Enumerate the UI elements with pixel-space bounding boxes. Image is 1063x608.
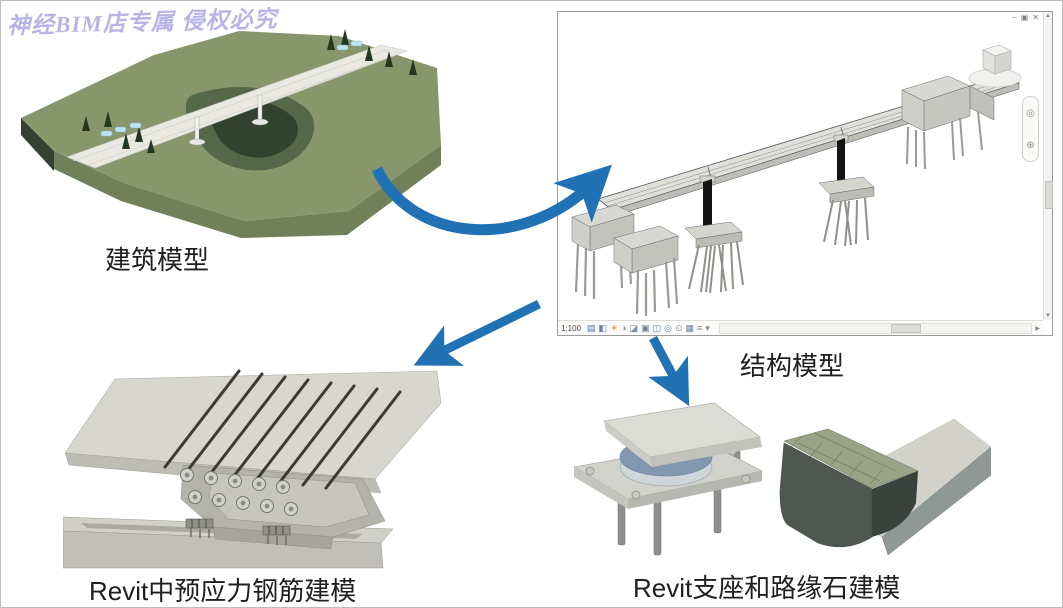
pier-1 <box>684 175 744 294</box>
anchor-heads <box>180 468 298 516</box>
reveal-hidden-icon[interactable]: ⊙ <box>674 322 683 333</box>
bearing-curb-label: Revit支座和路缘石建模 <box>633 573 901 603</box>
viewcube-graphic <box>968 44 1022 88</box>
prestressing-tendons <box>163 369 402 490</box>
crop-view-icon[interactable]: ▣ <box>641 322 650 333</box>
bearing-base-edge <box>628 471 762 509</box>
tendon-model-label: Revit中预应力钢筋建模 <box>89 576 357 606</box>
horizontal-scrollbar[interactable] <box>718 322 1033 334</box>
terrain-block <box>21 31 441 238</box>
pier <box>257 94 263 122</box>
shadows-icon[interactable]: ◑ <box>621 322 627 333</box>
structure-model-label: 结构模型 <box>740 351 845 381</box>
scroll-down-icon[interactable]: ▼ <box>1045 313 1051 319</box>
pier-footing <box>251 118 269 126</box>
viewcube[interactable] <box>966 38 1024 92</box>
vertical-scroll-thumb[interactable] <box>1045 181 1053 210</box>
window-controls: – ▣ ✕ <box>1012 13 1039 23</box>
bridge-piers <box>188 94 269 146</box>
cars <box>100 40 363 137</box>
minimize-icon[interactable]: – <box>1012 13 1017 22</box>
terrain-front-face <box>54 145 441 238</box>
close-icon[interactable]: ✕ <box>1032 13 1039 22</box>
deck-slab-side <box>881 446 991 556</box>
scroll-right-icon[interactable]: ▶ <box>1035 325 1040 332</box>
bearing-curb-image <box>573 402 991 556</box>
hide-isolate-icon[interactable]: ◎ <box>664 322 672 333</box>
vertical-scrollbar[interactable]: ▲ ▼ <box>1043 12 1053 320</box>
displacement-icon[interactable]: ≡ <box>697 322 703 333</box>
revit-viewport: – ▣ ✕ ◎ ⊕ ▲ ▼ 1:100 ▤ ◧ ☀ ◑ <box>557 11 1053 336</box>
terrain-left-shadow-face <box>21 118 54 171</box>
view-properties-icon[interactable]: ▦ <box>685 322 695 333</box>
bearing-pads <box>185 518 291 545</box>
steering-wheel-icon[interactable]: ◎ <box>1026 107 1035 119</box>
sun-path-icon[interactable]: ☀ <box>610 322 619 333</box>
architecture-model-image <box>21 29 441 238</box>
left-abutment <box>571 204 679 316</box>
visual-style-icon[interactable]: ◧ <box>598 322 608 333</box>
pier-footing <box>188 138 206 146</box>
arrow-struct-to-tendon <box>413 299 541 366</box>
bearing-top-plate-edge <box>650 437 762 467</box>
arrow-struct-to-bearing <box>648 335 690 407</box>
structure-model-image <box>571 74 1020 316</box>
scroll-up-icon[interactable]: ▲ <box>1045 13 1051 19</box>
rendering-icon[interactable]: ◪ <box>629 322 639 333</box>
architecture-model-label: 建筑模型 <box>105 245 210 275</box>
bearing-top-plate-edge <box>604 421 652 467</box>
restore-icon[interactable]: ▣ <box>1020 13 1029 22</box>
more-icon[interactable]: ▾ <box>705 322 710 333</box>
bearing-base-edge <box>574 467 628 509</box>
curb-end-face <box>872 471 918 537</box>
right-abutment <box>901 75 995 170</box>
bridge-road <box>66 44 409 169</box>
trees <box>82 29 417 153</box>
curb-stone-model <box>779 418 991 556</box>
tendon-model-image <box>63 369 442 569</box>
zoom-icon[interactable]: ⊕ <box>1026 139 1035 151</box>
curb-front-face <box>779 442 873 548</box>
navigation-bar[interactable]: ◎ ⊕ <box>1022 96 1039 162</box>
detail-level-icon[interactable]: ▤ <box>587 322 596 333</box>
road-edge-line <box>88 52 402 166</box>
horizontal-scroll-thumb[interactable] <box>891 323 922 333</box>
view-scale[interactable]: 1:100 <box>561 323 582 333</box>
pier-2 <box>818 134 875 247</box>
pot-bearing-model <box>573 402 763 556</box>
view-control-bar: 1:100 ▤ ◧ ☀ ◑ ◪ ▣ ◫ ◎ ⊙ ▦ ≡ ▾ ▶ <box>558 320 1043 335</box>
pier <box>194 116 200 142</box>
crop-region-icon[interactable]: ◫ <box>652 322 662 333</box>
